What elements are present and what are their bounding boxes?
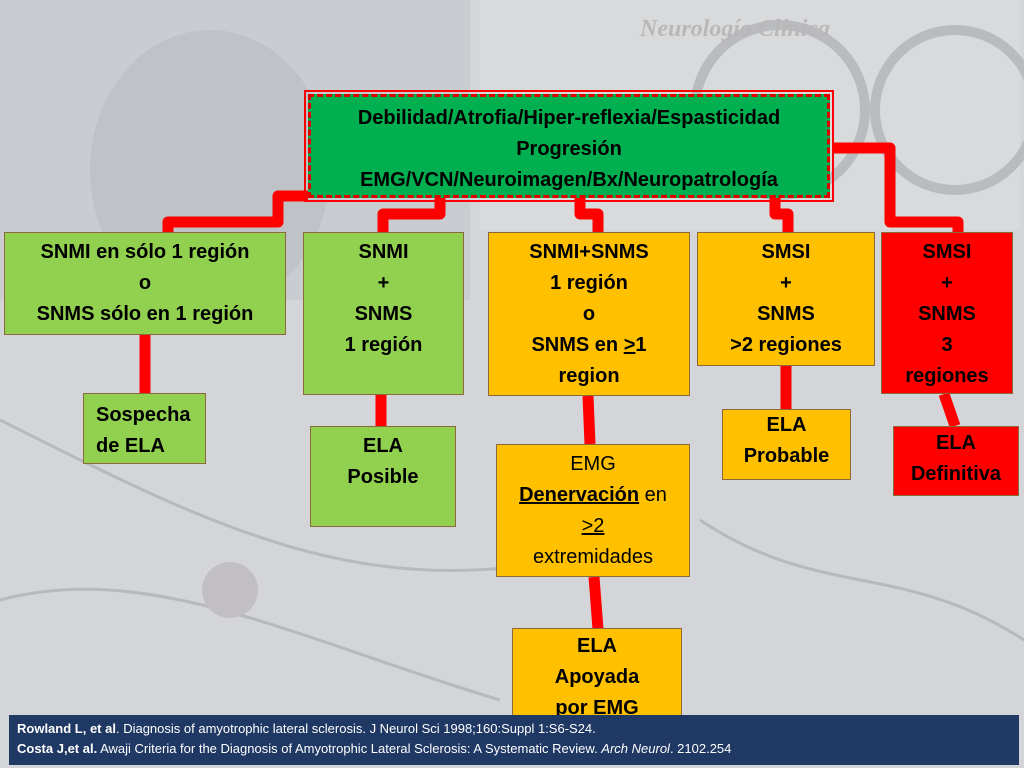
category-3-line-4-post: 1 [635,334,647,356]
definitiva-line-1: ELA [936,432,976,454]
reference-2: Costa J,et al. Awaji Criteria for the Di… [17,739,1011,759]
outcome-ela-apoyada-por-emg: ELA Apoyada por EMG [512,628,682,728]
emg-line-2-underlined: Denervación [519,484,640,506]
category-3-line-5: region [558,365,620,387]
sospecha-line-1: Sospecha [96,404,191,426]
criteria-box: Debilidad/Atrofia/Hiper-reflexia/Espasti… [304,90,834,202]
outcome-emg-denervacion: EMG Denervación en >2 extremidades [496,444,690,577]
emg-line-3: >2 [581,515,605,537]
posible-line-2: Posible [347,466,419,488]
category-1-line-1: SNMI en sólo 1 región [40,241,250,263]
category-1-line-3: SNMS sólo en 1 región [36,303,254,325]
probable-line-1: ELA [766,414,807,436]
reference-1-text: . Diagnosis of amyotrophic lateral scler… [115,721,596,736]
category-2-line-3: SNMS [354,303,413,325]
probable-line-2: Probable [743,445,830,467]
category-5-line-4: 3 [941,334,953,356]
category-5-line-5: regiones [905,365,989,387]
emg-line-1: EMG [570,453,616,475]
watermark-text: Neurología Clínica [640,16,831,42]
emg-line-2-post: en [639,484,667,506]
category-box-smsi-2-regiones: SMSI + SNMS >2 regiones [697,232,875,366]
category-4-line-4: >2 regiones [730,334,842,356]
category-2-line-1: SNMI [358,241,409,263]
category-2-line-2: + [377,272,390,294]
outcome-ela-posible: ELA Posible [310,426,456,527]
category-box-snmi-snms-1-region: SNMI + SNMS 1 región [303,232,464,395]
outcome-ela-probable: ELA Probable [722,409,851,480]
reference-2-end: . 2102.254 [669,741,732,756]
category-2-line-4: 1 región [344,334,423,356]
category-5-line-2: + [941,272,953,294]
criteria-line-3: EMG/VCN/Neuroimagen/Bx/Neuropatrología [360,169,778,191]
category-3-line-4-underlined: > [623,334,636,356]
sospecha-line-2: de ELA [96,435,165,457]
reference-1-author: Rowland L, et al [17,721,116,736]
category-box-snmi-1-region: SNMI en sólo 1 región o SNMS sólo en 1 r… [4,232,286,335]
category-1-line-2: o [138,272,152,294]
category-4-line-1: SMSI [761,241,811,263]
emg-line-4: extremidades [532,546,654,568]
category-3-line-4-pre: SNMS en [531,334,624,356]
category-5-line-1: SMSI [922,241,972,263]
outcome-sospecha-de-ela: Sospecha de ELA [83,393,206,464]
posible-line-1: ELA [363,435,403,457]
references-footer: Rowland L, et al. Diagnosis of amyotroph… [9,715,1019,765]
reference-1: Rowland L, et al. Diagnosis of amyotroph… [17,719,1011,739]
reference-2-journal: Arch Neurol [601,741,670,756]
apoyada-line-2: Apoyada [554,666,640,688]
reference-2-author: Costa J,et al. [17,741,98,756]
category-box-snmi-snms-or: SNMI+SNMS 1 región o SNMS en >1 region [488,232,690,396]
outcome-ela-definitiva: ELA Definitiva [893,426,1019,496]
category-3-line-2: 1 región [550,272,628,294]
reference-2-text: Awaji Criteria for the Diagnosis of Amyo… [97,741,602,756]
definitiva-line-2: Definitiva [910,463,1002,485]
apoyada-line-3: por EMG [555,697,639,719]
criteria-line-2: Progresión [516,138,622,160]
category-3-line-4: SNMS en >1 [531,330,646,361]
category-3-line-3: o [582,303,596,325]
category-3-line-1: SNMI+SNMS [529,241,649,263]
emg-line-2: Denervación en [519,480,667,511]
category-5-line-3: SNMS [918,303,976,325]
category-4-line-3: SNMS [757,303,815,325]
category-4-line-2: + [780,272,792,294]
criteria-line-1: Debilidad/Atrofia/Hiper-reflexia/Espasti… [357,107,781,129]
apoyada-line-1: ELA [577,635,617,657]
category-box-smsi-3-regiones: SMSI + SNMS 3 regiones [881,232,1013,394]
